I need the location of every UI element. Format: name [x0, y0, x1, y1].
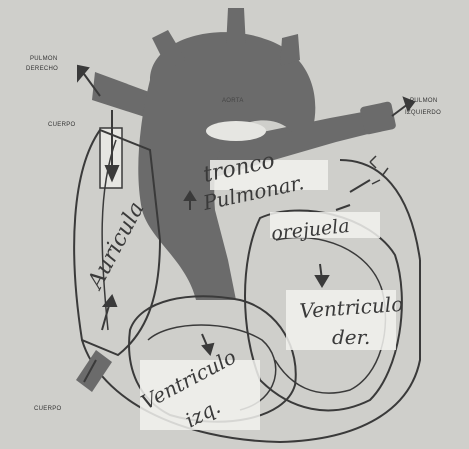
label-aorta: AORTA [222, 98, 244, 104]
label-pulmon-izquierdo-2: IZQUIERDO [405, 110, 441, 116]
label-pulmon-derecho-1: PULMON [30, 56, 57, 62]
label-pulmon-derecho-2: DERECHO [26, 66, 58, 72]
aortic-arch-opening [206, 121, 266, 141]
label-cuerpo-top: CUERPO [48, 122, 76, 128]
aortic-branch-2 [226, 8, 246, 48]
label-cuerpo-bottom: CUERPO [34, 406, 62, 412]
label-pulmon-izquierdo-1: PULMON [410, 98, 437, 104]
hand-ventriculo-der-2: der. [332, 325, 370, 349]
